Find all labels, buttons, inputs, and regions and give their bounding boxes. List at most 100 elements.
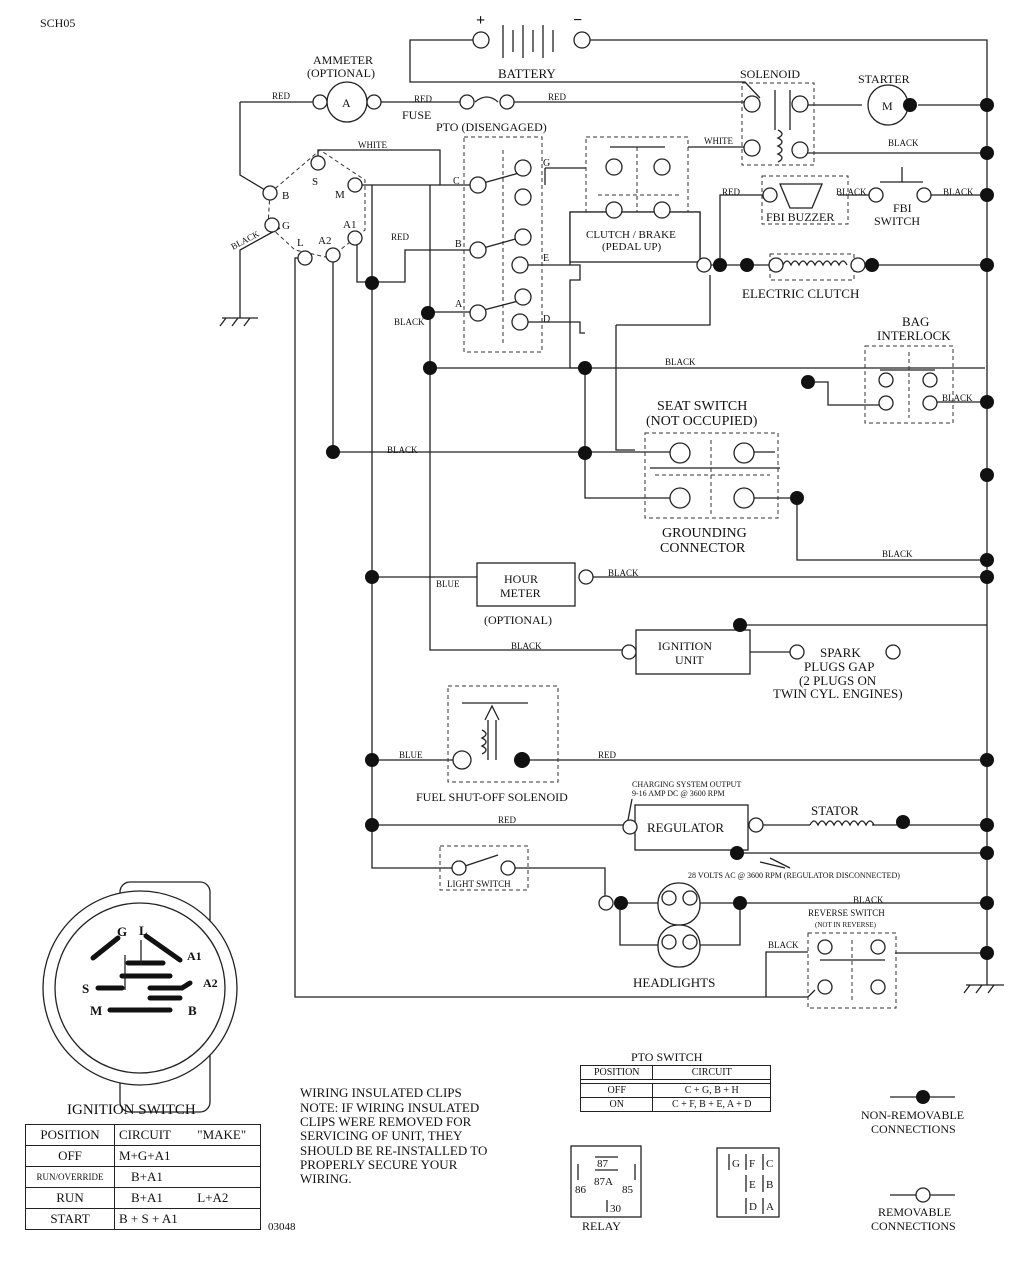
spark-label-4: TWIN CYL. ENGINES) bbox=[773, 686, 903, 701]
fbi-buzzer: FBI BUZZER bbox=[761, 175, 849, 225]
ptoface-e: E bbox=[749, 1179, 756, 1191]
spark-label-2: PLUGS GAP bbox=[804, 659, 874, 674]
starter: STARTER M bbox=[858, 72, 910, 126]
pto-term-b: B bbox=[455, 239, 462, 250]
ammeter-label-1: AMMETER bbox=[313, 53, 373, 67]
charging-label-2: 9-16 AMP DC @ 3600 RPM bbox=[632, 789, 725, 798]
table-cell: START bbox=[25, 1208, 115, 1230]
wire-label-red: RED bbox=[722, 187, 741, 197]
note-line-7: WIRING. bbox=[300, 1171, 352, 1186]
ignition-unit-label-1: IGNITION bbox=[658, 639, 712, 653]
starter-letter: M bbox=[882, 99, 893, 113]
wire-label-red: RED bbox=[391, 232, 410, 242]
spark-label-1: SPARK bbox=[820, 645, 861, 660]
volts-ac-label: 28 VOLTS AC @ 3600 RPM (REGULATOR DISCON… bbox=[688, 871, 900, 880]
wire-label-black: BLACK bbox=[511, 641, 542, 651]
bag-interlock-label-1: BAG bbox=[902, 314, 929, 329]
pto-switch-title: PTO SWITCH bbox=[631, 1050, 703, 1064]
table-row: RUN/OVERRIDE B+A1 bbox=[25, 1166, 262, 1188]
battery-plus-label: + bbox=[476, 12, 485, 29]
pto-term-d: D bbox=[543, 314, 550, 325]
solenoid-label: SOLENOID bbox=[740, 67, 800, 81]
table-cell: ON bbox=[579, 1097, 654, 1112]
wire-label-white: WHITE bbox=[358, 140, 387, 150]
legend-removable-2: CONNECTIONS bbox=[871, 1219, 956, 1233]
pto-switch-block: C B A G E D bbox=[453, 136, 550, 353]
grounding-connector-label-2: CONNECTOR bbox=[660, 541, 746, 556]
removable-connection-markers bbox=[262, 31, 938, 995]
table-cell: C + F, B + E, A + D bbox=[652, 1097, 771, 1112]
ignface-b: B bbox=[188, 1003, 197, 1018]
battery-label: BATTERY bbox=[498, 66, 556, 81]
note-line-2: NOTE: IF WIRING INSULATED bbox=[300, 1100, 479, 1115]
wiring-note: WIRING INSULATED CLIPS NOTE: IF WIRING I… bbox=[268, 1085, 487, 1233]
note-line-3: CLIPS WERE REMOVED FOR bbox=[300, 1114, 472, 1129]
spark-plugs: SPARK PLUGS GAP (2 PLUGS ON TWIN CYL. EN… bbox=[773, 645, 903, 701]
table-header: CIRCUIT bbox=[652, 1065, 771, 1080]
wire-label-black: BLACK bbox=[882, 549, 913, 559]
non-removable-connection-markers bbox=[326, 98, 994, 960]
wires bbox=[219, 39, 1004, 998]
wire-label-red: RED bbox=[498, 815, 517, 825]
table-row: OFF C + G, B + H bbox=[579, 1083, 771, 1098]
grounding-connector-label-1: GROUNDING bbox=[662, 526, 747, 541]
ignface-a1: A1 bbox=[187, 949, 202, 963]
wire-label-red: RED bbox=[548, 92, 567, 102]
wire-label-black: BLACK bbox=[836, 187, 867, 197]
ammeter: AMMETER (OPTIONAL) A bbox=[307, 53, 375, 123]
bag-interlock-label-2: INTERLOCK bbox=[877, 328, 951, 343]
note-line-5: SHOULD BE RE-INSTALLED TO bbox=[300, 1143, 487, 1158]
note-line-4: SERVICING OF UNIT, THEY bbox=[300, 1128, 463, 1143]
hour-meter: HOUR METER (OPTIONAL) bbox=[476, 562, 576, 627]
table-cell: RUN/OVERRIDE bbox=[25, 1166, 115, 1188]
ignition-switch-face: G L A1 A2 S M B IGNITION SWITCH bbox=[42, 881, 238, 1118]
wire-label-black: BLACK bbox=[665, 357, 696, 367]
solenoid: SOLENOID bbox=[740, 67, 815, 166]
regulator-label: REGULATOR bbox=[647, 820, 724, 835]
wire-label-black: BLACK bbox=[942, 393, 973, 403]
table-row: ON C + F, B + E, A + D bbox=[579, 1097, 771, 1112]
ign-term-g: G bbox=[282, 220, 290, 232]
clutch-brake-switch: CLUTCH / BRAKE (PEDAL UP) bbox=[569, 136, 701, 263]
fuse-label: FUSE bbox=[402, 108, 431, 122]
battery: + − BATTERY bbox=[476, 12, 582, 81]
clutch-coil-icon bbox=[774, 260, 848, 267]
table-cell: B+A1 bbox=[114, 1166, 194, 1188]
reverse-switch-label-1: REVERSE SWITCH bbox=[808, 908, 885, 918]
ammeter-letter: A bbox=[342, 96, 351, 110]
connection-legend: NON-REMOVABLE CONNECTIONS REMOVABLE CONN… bbox=[861, 1090, 964, 1233]
pto-term-e: E bbox=[543, 253, 549, 264]
ptoface-a: A bbox=[766, 1201, 774, 1213]
table-cell: C + G, B + H bbox=[652, 1083, 771, 1098]
ign-term-b: B bbox=[282, 190, 289, 202]
ignface-g: G bbox=[117, 924, 127, 939]
table-cell: RUN bbox=[25, 1187, 115, 1209]
ptoface-g: G bbox=[732, 1158, 740, 1170]
relay-87: 87 bbox=[597, 1158, 609, 1170]
stator-label: STATOR bbox=[811, 803, 859, 818]
ign-term-s: S bbox=[312, 176, 318, 188]
note-line-1: WIRING INSULATED CLIPS bbox=[300, 1085, 462, 1100]
wire-label-black: BLACK bbox=[387, 445, 418, 455]
table-cell: B + S + A1 bbox=[114, 1208, 194, 1230]
fbi-buzzer-label: FBI BUZZER bbox=[766, 210, 834, 224]
wire-label-black: BLACK bbox=[394, 317, 425, 327]
wire-label-black: BLACK bbox=[229, 228, 261, 251]
pto-term-c: C bbox=[453, 176, 460, 187]
table-header: POSITION bbox=[579, 1065, 654, 1080]
ignface-l: L bbox=[139, 923, 148, 938]
relay-87a: 87A bbox=[594, 1176, 613, 1188]
wire-label-blue: BLUE bbox=[399, 750, 423, 760]
wire-label-black: BLACK bbox=[608, 568, 639, 578]
seat-switch-label-2: (NOT OCCUPIED) bbox=[646, 414, 758, 429]
clutch-brake-label-2: (PEDAL UP) bbox=[602, 241, 662, 253]
reverse-switch-label-2: (NOT IN REVERSE) bbox=[815, 921, 877, 929]
table-row: RUN B+A1 L+A2 bbox=[25, 1187, 262, 1209]
light-switch-label: LIGHT SWITCH bbox=[447, 879, 511, 889]
ptoface-f: F bbox=[749, 1158, 755, 1170]
table-cell: L+A2 bbox=[193, 1187, 262, 1209]
ignface-a2: A2 bbox=[203, 976, 218, 990]
table-cell bbox=[193, 1208, 262, 1230]
headlights-label: HEADLIGHTS bbox=[633, 975, 715, 990]
seat-switch: SEAT SWITCH (NOT OCCUPIED) GROUNDING CON… bbox=[644, 399, 780, 556]
